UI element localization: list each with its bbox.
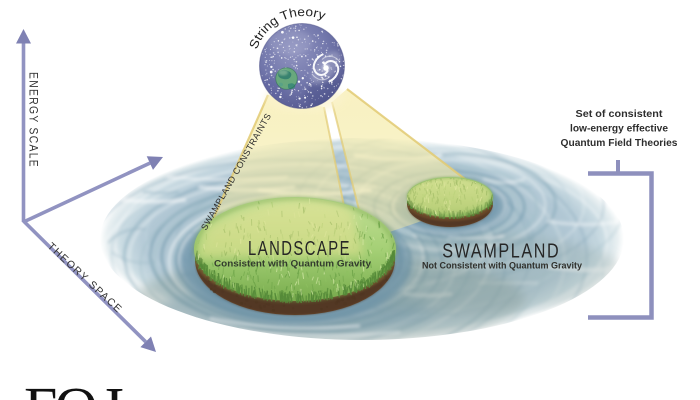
svg-text:Quantum Field Theories: Quantum Field Theories	[561, 137, 678, 149]
svg-text:LANDSCAPE: LANDSCAPE	[248, 238, 351, 260]
svg-text:ENERGY SCALE: ENERGY SCALE	[27, 72, 39, 168]
svg-text:FQI: FQI	[24, 376, 124, 400]
svg-text:Consistent with Quantum Gravit: Consistent with Quantum Gravity	[214, 259, 372, 270]
svg-text:Set of consistent: Set of consistent	[576, 108, 664, 120]
svg-text:Not Consistent with Quantum Gr: Not Consistent with Quantum Gravity	[422, 261, 582, 271]
svg-text:SWAMPLAND: SWAMPLAND	[442, 241, 560, 263]
svg-text:low-energy effective: low-energy effective	[570, 123, 668, 135]
